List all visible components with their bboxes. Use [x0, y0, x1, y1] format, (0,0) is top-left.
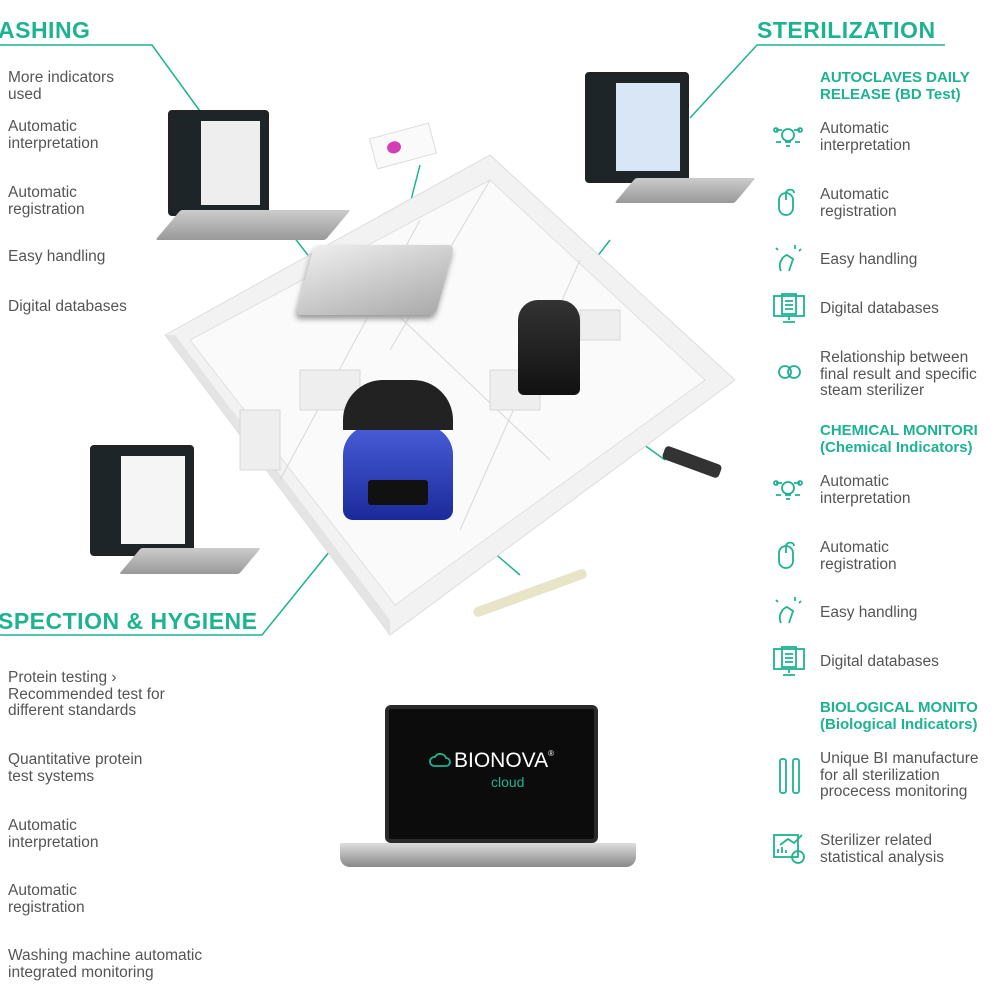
bionova-cloud-laptop: BIONOVA ® cloud	[385, 705, 598, 843]
washing-item: Digital databases	[8, 298, 127, 315]
subsection-title-chemical: CHEMICAL MONITORI (Chemical Indicators)	[820, 422, 978, 456]
inspection-item: Washing machine automatic integrated mon…	[8, 947, 203, 981]
monitor-database-icon	[772, 645, 805, 676]
chemical-item: Automatic interpretation	[820, 473, 911, 507]
incubator-reader-device	[518, 300, 580, 395]
washing-item: Automatic registration	[8, 184, 85, 218]
mouse-icon	[775, 540, 805, 570]
monitor-database-icon	[772, 292, 805, 323]
section-title-inspection-hygiene: SPECTION & HYGIENE	[0, 608, 258, 634]
washing-item: Easy handling	[8, 248, 106, 265]
chemical-item: Digital databases	[820, 653, 939, 670]
protein-tester-device	[343, 425, 453, 520]
mouse-icon	[775, 187, 805, 217]
inspection-item: Protein testing › Recommended test for d…	[8, 669, 165, 719]
inspection-item: Quantitative protein test systems	[8, 751, 143, 785]
chemical-item: Easy handling	[820, 604, 918, 621]
biological-item: Sterilizer related statistical analysis	[820, 832, 945, 866]
laptop-washing-screen	[168, 110, 269, 216]
hand-sparkle-icon	[773, 595, 803, 625]
statistics-icon	[772, 831, 805, 864]
bionova-logo: BIONOVA ® cloud	[429, 749, 554, 790]
bd-item: Easy handling	[820, 251, 918, 268]
subsection-title-bd-test: AUTOCLAVES DAILY RELEASE (BD Test)	[820, 69, 970, 103]
laptop-sterilization-base	[614, 178, 756, 203]
laptop-washing-base	[155, 210, 351, 240]
bd-item: Digital databases	[820, 300, 939, 317]
infinity-rings-icon	[776, 362, 806, 392]
biological-item: Unique BI manufacture for all sterilizat…	[820, 750, 979, 800]
laptop-inspection-base	[119, 548, 261, 574]
bd-item: Automatic interpretation	[820, 120, 911, 154]
section-title-sterilization: STERILIZATION	[757, 17, 936, 43]
section-title-washing: ASHING	[0, 17, 91, 43]
lightbulb-network-icon	[773, 475, 803, 505]
laptop-inspection-screen	[90, 445, 194, 556]
subsection-title-biological: BIOLOGICAL MONITO (Biological Indicators…	[820, 699, 978, 733]
protein-tester-lid	[343, 380, 453, 430]
lightbulb-network-icon	[773, 122, 803, 152]
inspection-item: Automatic registration	[8, 882, 85, 916]
washing-item: Automatic interpretation	[8, 118, 99, 152]
cloud-icon	[429, 752, 451, 767]
logo-sub: cloud	[491, 774, 525, 790]
bd-item: Automatic registration	[820, 186, 897, 220]
hand-sparkle-icon	[773, 243, 803, 273]
inspection-item: Automatic interpretation	[8, 817, 99, 851]
bionova-laptop-base	[340, 843, 636, 867]
vials-icon	[777, 757, 807, 794]
laptop-sterilization-screen	[585, 72, 689, 183]
chemical-item: Automatic registration	[820, 539, 897, 573]
logo-registered: ®	[548, 749, 555, 758]
bd-item: Relationship between final result and sp…	[820, 349, 977, 399]
logo-name: BIONOVA	[454, 749, 549, 772]
scanner-device	[295, 245, 455, 315]
washing-item: More indicators used	[8, 69, 114, 103]
